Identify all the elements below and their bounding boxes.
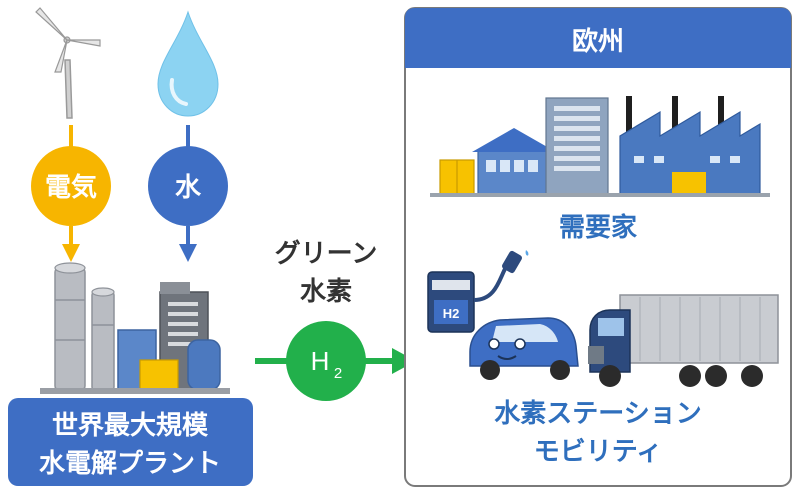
hydrogen-station-icon: H2 xyxy=(427,250,529,333)
water-drop-icon xyxy=(157,10,219,117)
arrow-water-to-plant xyxy=(179,226,197,262)
car-icon xyxy=(469,317,579,380)
wind-turbine-icon xyxy=(35,7,101,119)
arrow-water-to-water xyxy=(186,125,190,147)
electrolysis-plant-icon xyxy=(40,262,230,394)
hydrogen-node: H 2 xyxy=(286,321,366,401)
consumers-factory-icon xyxy=(430,96,770,197)
electricity-node: 電気 xyxy=(31,146,111,226)
water-node: 水 xyxy=(148,146,228,226)
truck-icon xyxy=(588,294,779,387)
consumers-label: 需要家 xyxy=(559,212,637,243)
green-hydrogen-label-line2: 水素 xyxy=(300,277,352,307)
arrow-electricity-to-plant xyxy=(62,226,80,262)
mobility-label-line1: 水素ステーション xyxy=(494,399,701,429)
station-h2-badge: H2 xyxy=(443,306,460,321)
europe-title: 欧州 xyxy=(572,26,624,57)
plant-label-line1: 世界最大規模 xyxy=(52,411,209,441)
plant-label-line2: 水電解プラント xyxy=(39,449,221,479)
green-hydrogen-label-line1: グリーン xyxy=(275,239,378,269)
water-label: 水 xyxy=(175,173,202,203)
arrow-wind-to-electricity xyxy=(69,125,73,147)
h2-subscript: 2 xyxy=(334,365,342,382)
h2-symbol: H xyxy=(311,346,330,376)
mobility-label-line2: モビリティ xyxy=(534,437,662,467)
plant-label-box: 世界最大規模 水電解プラント xyxy=(8,398,253,486)
electricity-label: 電気 xyxy=(45,172,97,203)
